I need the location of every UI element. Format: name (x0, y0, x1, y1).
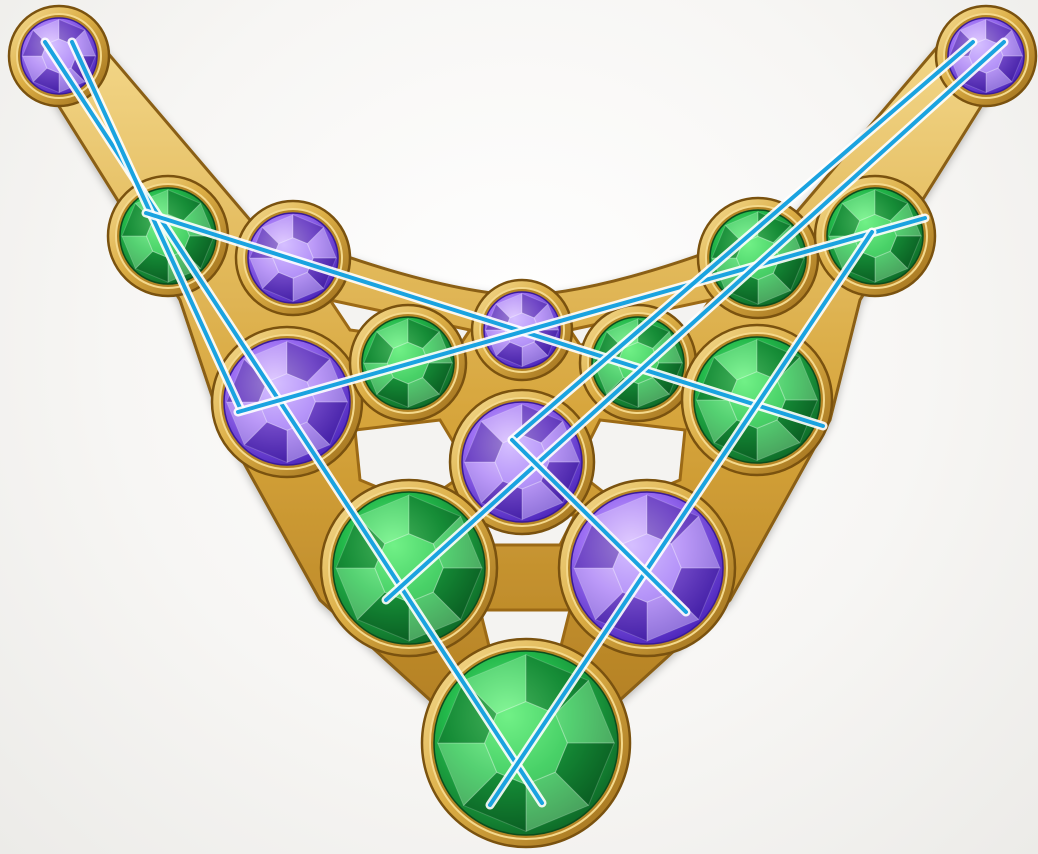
necklace-puzzle-board (0, 0, 1038, 854)
